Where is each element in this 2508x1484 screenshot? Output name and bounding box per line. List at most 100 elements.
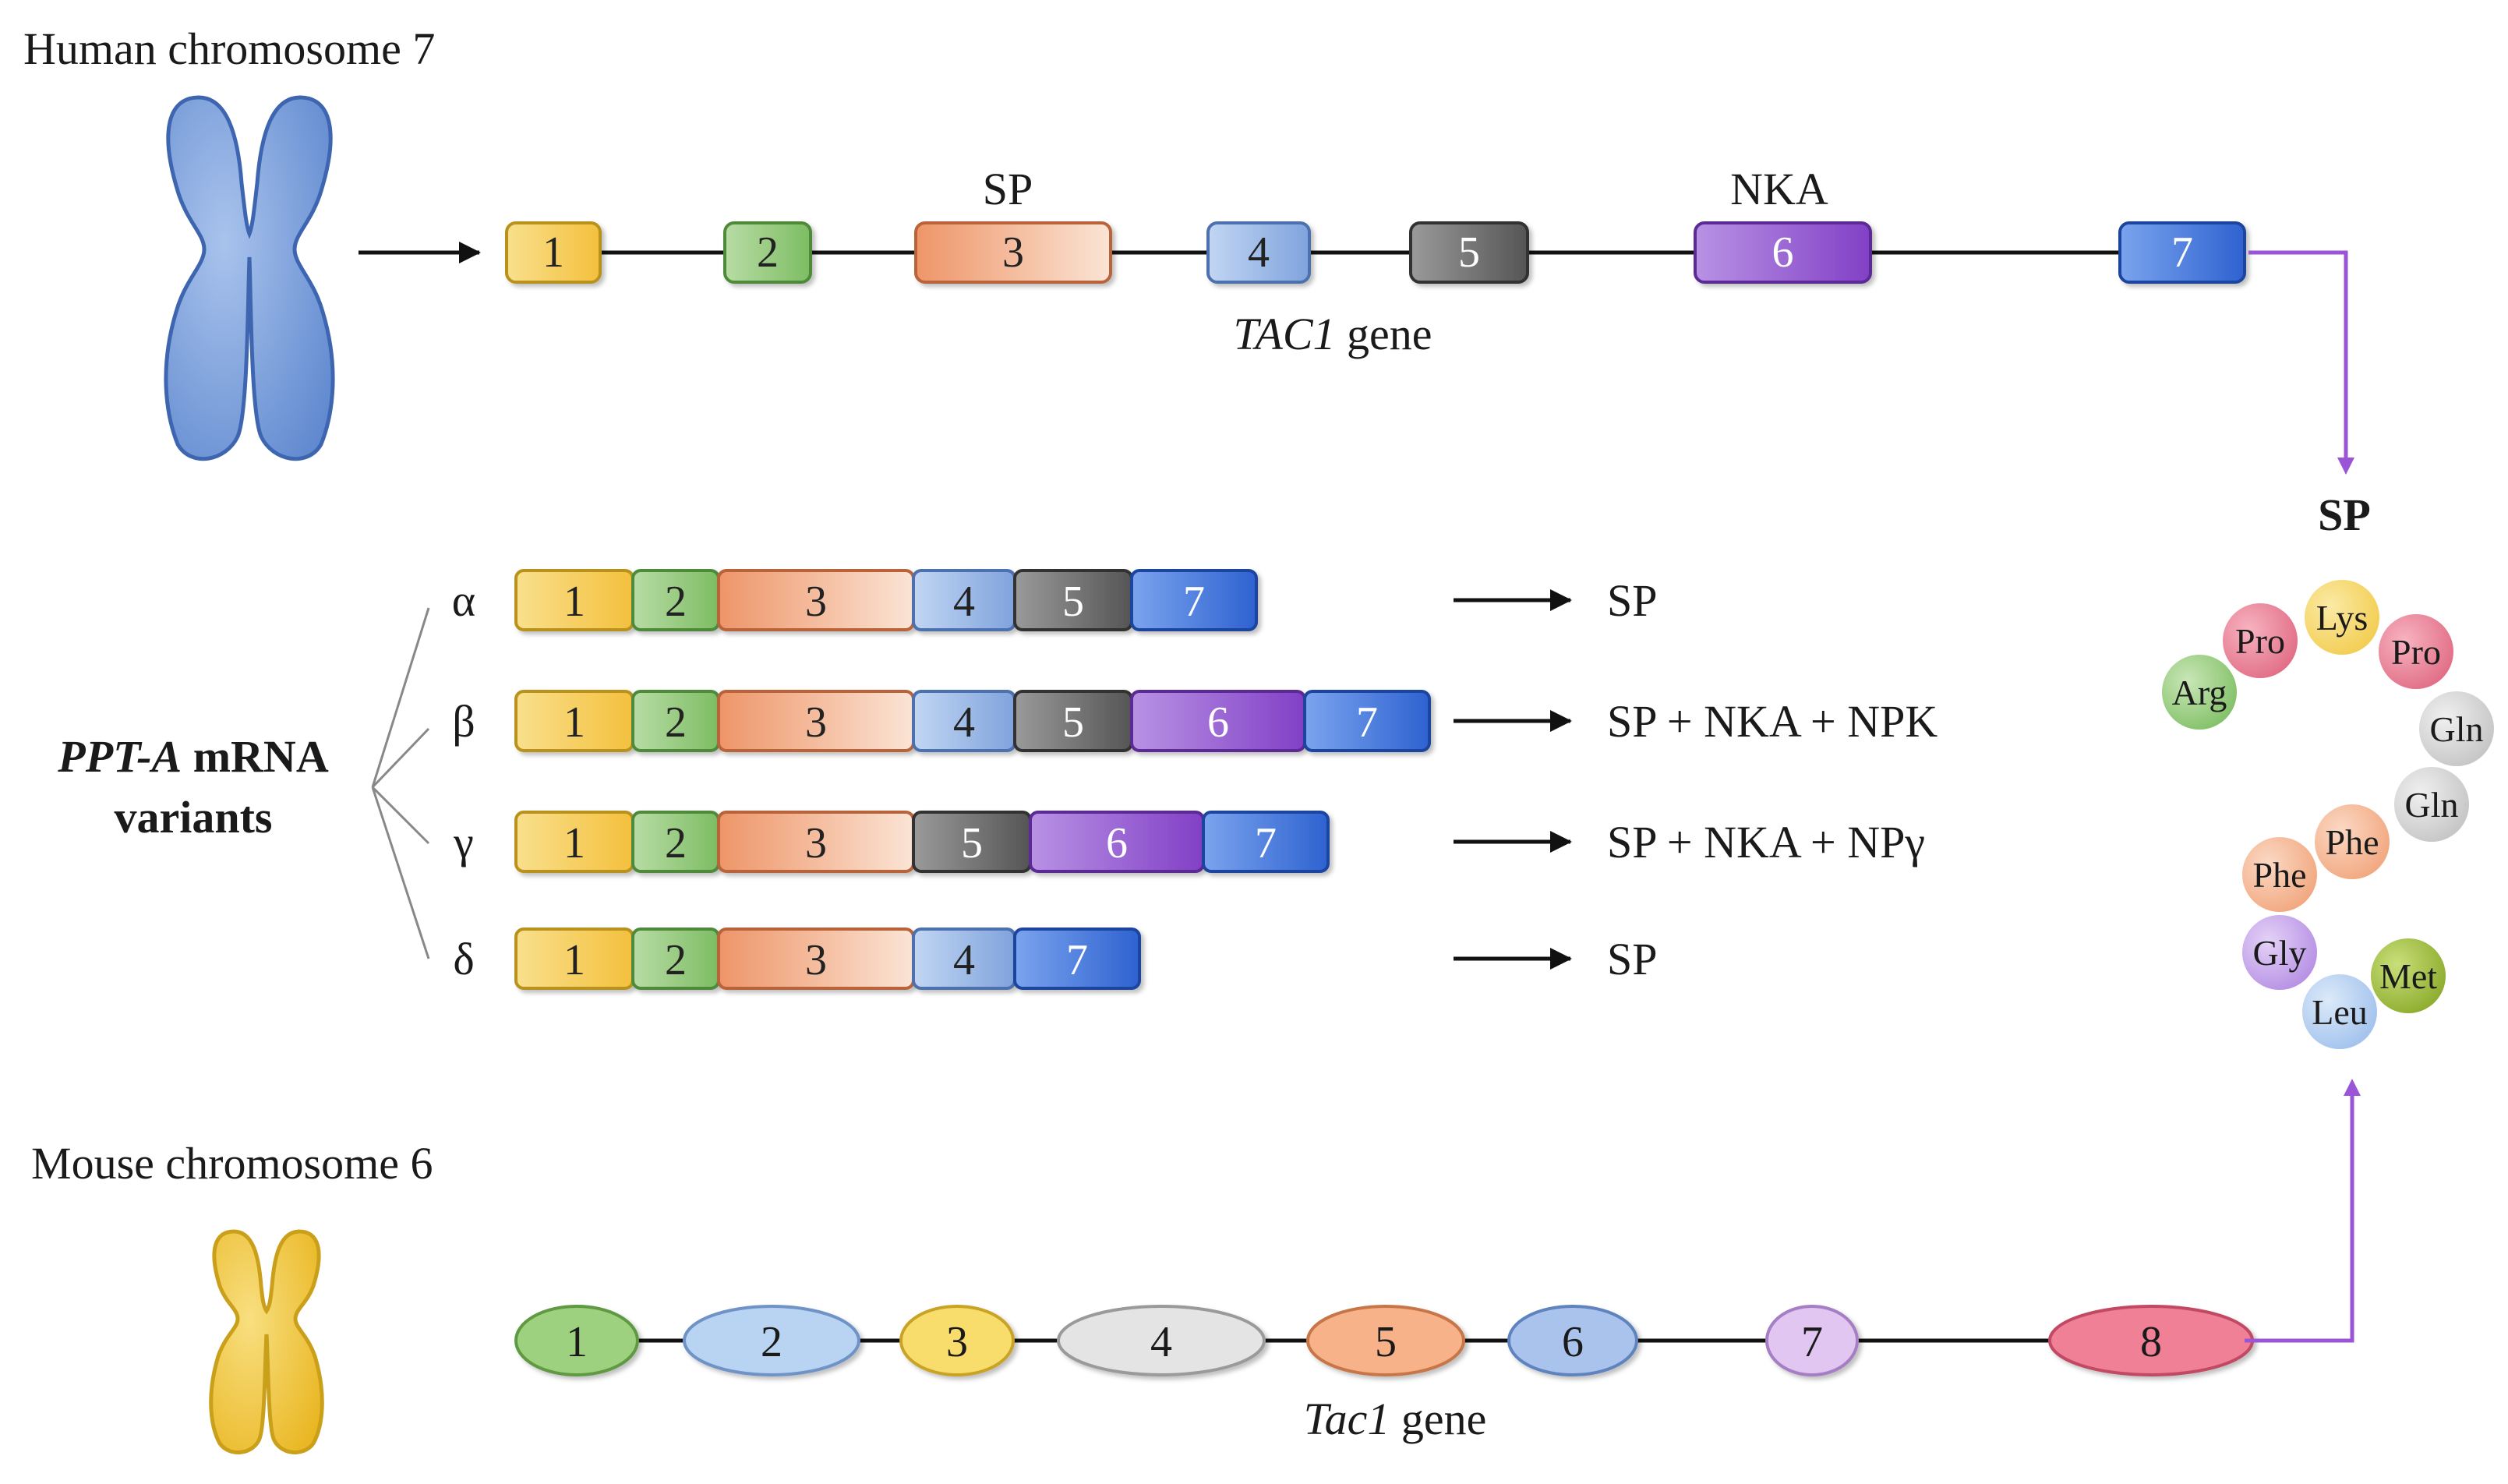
- variant-product: SP + NKA + NPγ: [1607, 817, 1925, 867]
- human-exon-5: 5: [1409, 221, 1529, 284]
- variant-exon-7: 7: [1202, 811, 1330, 873]
- variant-exon-label: 3: [805, 578, 827, 626]
- variant-exon-4: 4: [912, 928, 1016, 990]
- human-exon-4: 4: [1206, 221, 1311, 284]
- variant-exon-7: 7: [1130, 569, 1258, 631]
- variant-row-4: δ 1 2 3 4 7 SP: [453, 928, 1658, 990]
- mouse-exon-label: 4: [1150, 1318, 1172, 1366]
- residue-leu: Leu: [2302, 974, 2377, 1049]
- residue-label: Arg: [2172, 673, 2227, 712]
- variant-exon-7: 7: [1303, 690, 1431, 752]
- residue-gly: Gly: [2242, 915, 2317, 990]
- variant-exon-label: 6: [1106, 819, 1128, 867]
- mouse-exon-track: 1 2 3 4 5 6 7 8: [514, 1305, 2254, 1376]
- variant-name: β: [452, 696, 475, 747]
- variant-exon-7: 7: [1013, 928, 1141, 990]
- variant-exon-label: 2: [665, 819, 687, 867]
- variant-product: SP: [1607, 575, 1658, 626]
- variant-exon-1: 1: [514, 811, 634, 873]
- residue-met: Met: [2371, 938, 2446, 1013]
- human-exon-2: 2: [723, 221, 812, 284]
- residue-label: Gln: [2405, 785, 2459, 825]
- variant-name: δ: [453, 934, 474, 984]
- residue-lys: Lys: [2305, 580, 2379, 655]
- mouse-chromosome-icon: [209, 1229, 324, 1454]
- peptide-title: SP: [2318, 489, 2371, 540]
- variant-exon-4: 4: [912, 569, 1016, 631]
- residue-label: Gln: [2430, 709, 2484, 749]
- variant-exon-2: 2: [631, 569, 720, 631]
- variant-exon-label: 2: [665, 698, 687, 747]
- human-exon-6: 6: [1694, 221, 1872, 284]
- variant-exon-label: 1: [563, 936, 585, 984]
- mouse-exon-label: 2: [761, 1318, 782, 1366]
- human-exon-label: 1: [542, 228, 564, 277]
- variant-brace: [371, 607, 430, 959]
- mouse-exon-1: 1: [514, 1305, 639, 1376]
- variant-row-2: β 1 2 3 4 5 6 7 SP + NKA + NPK: [452, 690, 1938, 752]
- human-exon-label: 2: [757, 228, 779, 277]
- mouse-exon-8: 8: [2048, 1305, 2254, 1376]
- variant-exon-2: 2: [631, 811, 720, 873]
- mouse-gene-suffix: gene: [1390, 1394, 1486, 1444]
- human-chromosome-label: Human chromosome 7: [23, 23, 435, 74]
- variant-exon-5: 5: [912, 811, 1032, 873]
- variant-exon-label: 3: [805, 698, 827, 747]
- residue-label: Pro: [2391, 632, 2441, 672]
- variant-exon-label: 6: [1207, 698, 1229, 747]
- variant-exon-label: 4: [953, 578, 975, 626]
- mouse-gene-name: Tac1: [1304, 1394, 1390, 1444]
- variant-exon-label: 5: [1062, 698, 1084, 747]
- variant-exon-label: 7: [1066, 936, 1088, 984]
- variant-exon-label: 1: [563, 578, 585, 626]
- residue-label: Lys: [2316, 598, 2368, 638]
- mouse-exon-4: 4: [1057, 1305, 1266, 1376]
- variant-product: SP: [1607, 934, 1658, 984]
- variant-exon-3: 3: [717, 928, 915, 990]
- variant-exon-label: 1: [563, 819, 585, 867]
- mrna-title-line2: variants: [115, 792, 273, 843]
- human-exon-label: 6: [1772, 228, 1794, 277]
- mouse-exon-5: 5: [1306, 1305, 1465, 1376]
- variant-exon-5: 5: [1013, 569, 1133, 631]
- human-to-sp-arrow: [2248, 250, 2354, 475]
- variant-product: SP + NKA + NPK: [1607, 696, 1938, 747]
- variant-exon-label: 5: [961, 819, 983, 867]
- residue-label: Leu: [2312, 992, 2368, 1032]
- residue-gln: Gln: [2419, 691, 2494, 766]
- variant-exon-label: 2: [665, 936, 687, 984]
- human-chromosome-icon: [164, 95, 335, 461]
- variant-name: α: [452, 575, 475, 626]
- variant-exon-label: 7: [1255, 819, 1277, 867]
- mouse-exon-3: 3: [899, 1305, 1015, 1376]
- residue-gln: Gln: [2394, 767, 2469, 842]
- mouse-exon-2: 2: [683, 1305, 860, 1376]
- variant-exon-label: 5: [1062, 578, 1084, 626]
- variant-exon-3: 3: [717, 690, 915, 752]
- mouse-exon-label: 5: [1375, 1318, 1397, 1366]
- variant-exon-label: 3: [805, 936, 827, 984]
- mouse-exon-label: 3: [946, 1318, 968, 1366]
- residue-label: Met: [2379, 956, 2437, 996]
- human-exon-label: 5: [1458, 228, 1480, 277]
- mouse-exon-label: 6: [1562, 1318, 1584, 1366]
- mouse-to-sp-arrow: [2245, 1079, 2361, 1343]
- human-exon-7: 7: [2118, 221, 2246, 284]
- variant-exon-label: 4: [953, 698, 975, 747]
- variant-exon-2: 2: [631, 928, 720, 990]
- variant-exon-label: 2: [665, 578, 687, 626]
- variant-exon-label: 1: [563, 698, 585, 747]
- mouse-chromosome-label: Mouse chromosome 6: [31, 1138, 433, 1189]
- human-gene-suffix: gene: [1336, 309, 1432, 359]
- mouse-exon-6: 6: [1507, 1305, 1638, 1376]
- variant-exon-6: 6: [1130, 690, 1306, 752]
- human-annotation-nka: NKA: [1730, 164, 1828, 214]
- variant-exon-1: 1: [514, 569, 634, 631]
- variant-exon-label: 7: [1356, 698, 1378, 747]
- human-exon-label: 3: [1002, 228, 1024, 277]
- mouse-exon-label: 7: [1801, 1318, 1823, 1366]
- variant-exon-1: 1: [514, 928, 634, 990]
